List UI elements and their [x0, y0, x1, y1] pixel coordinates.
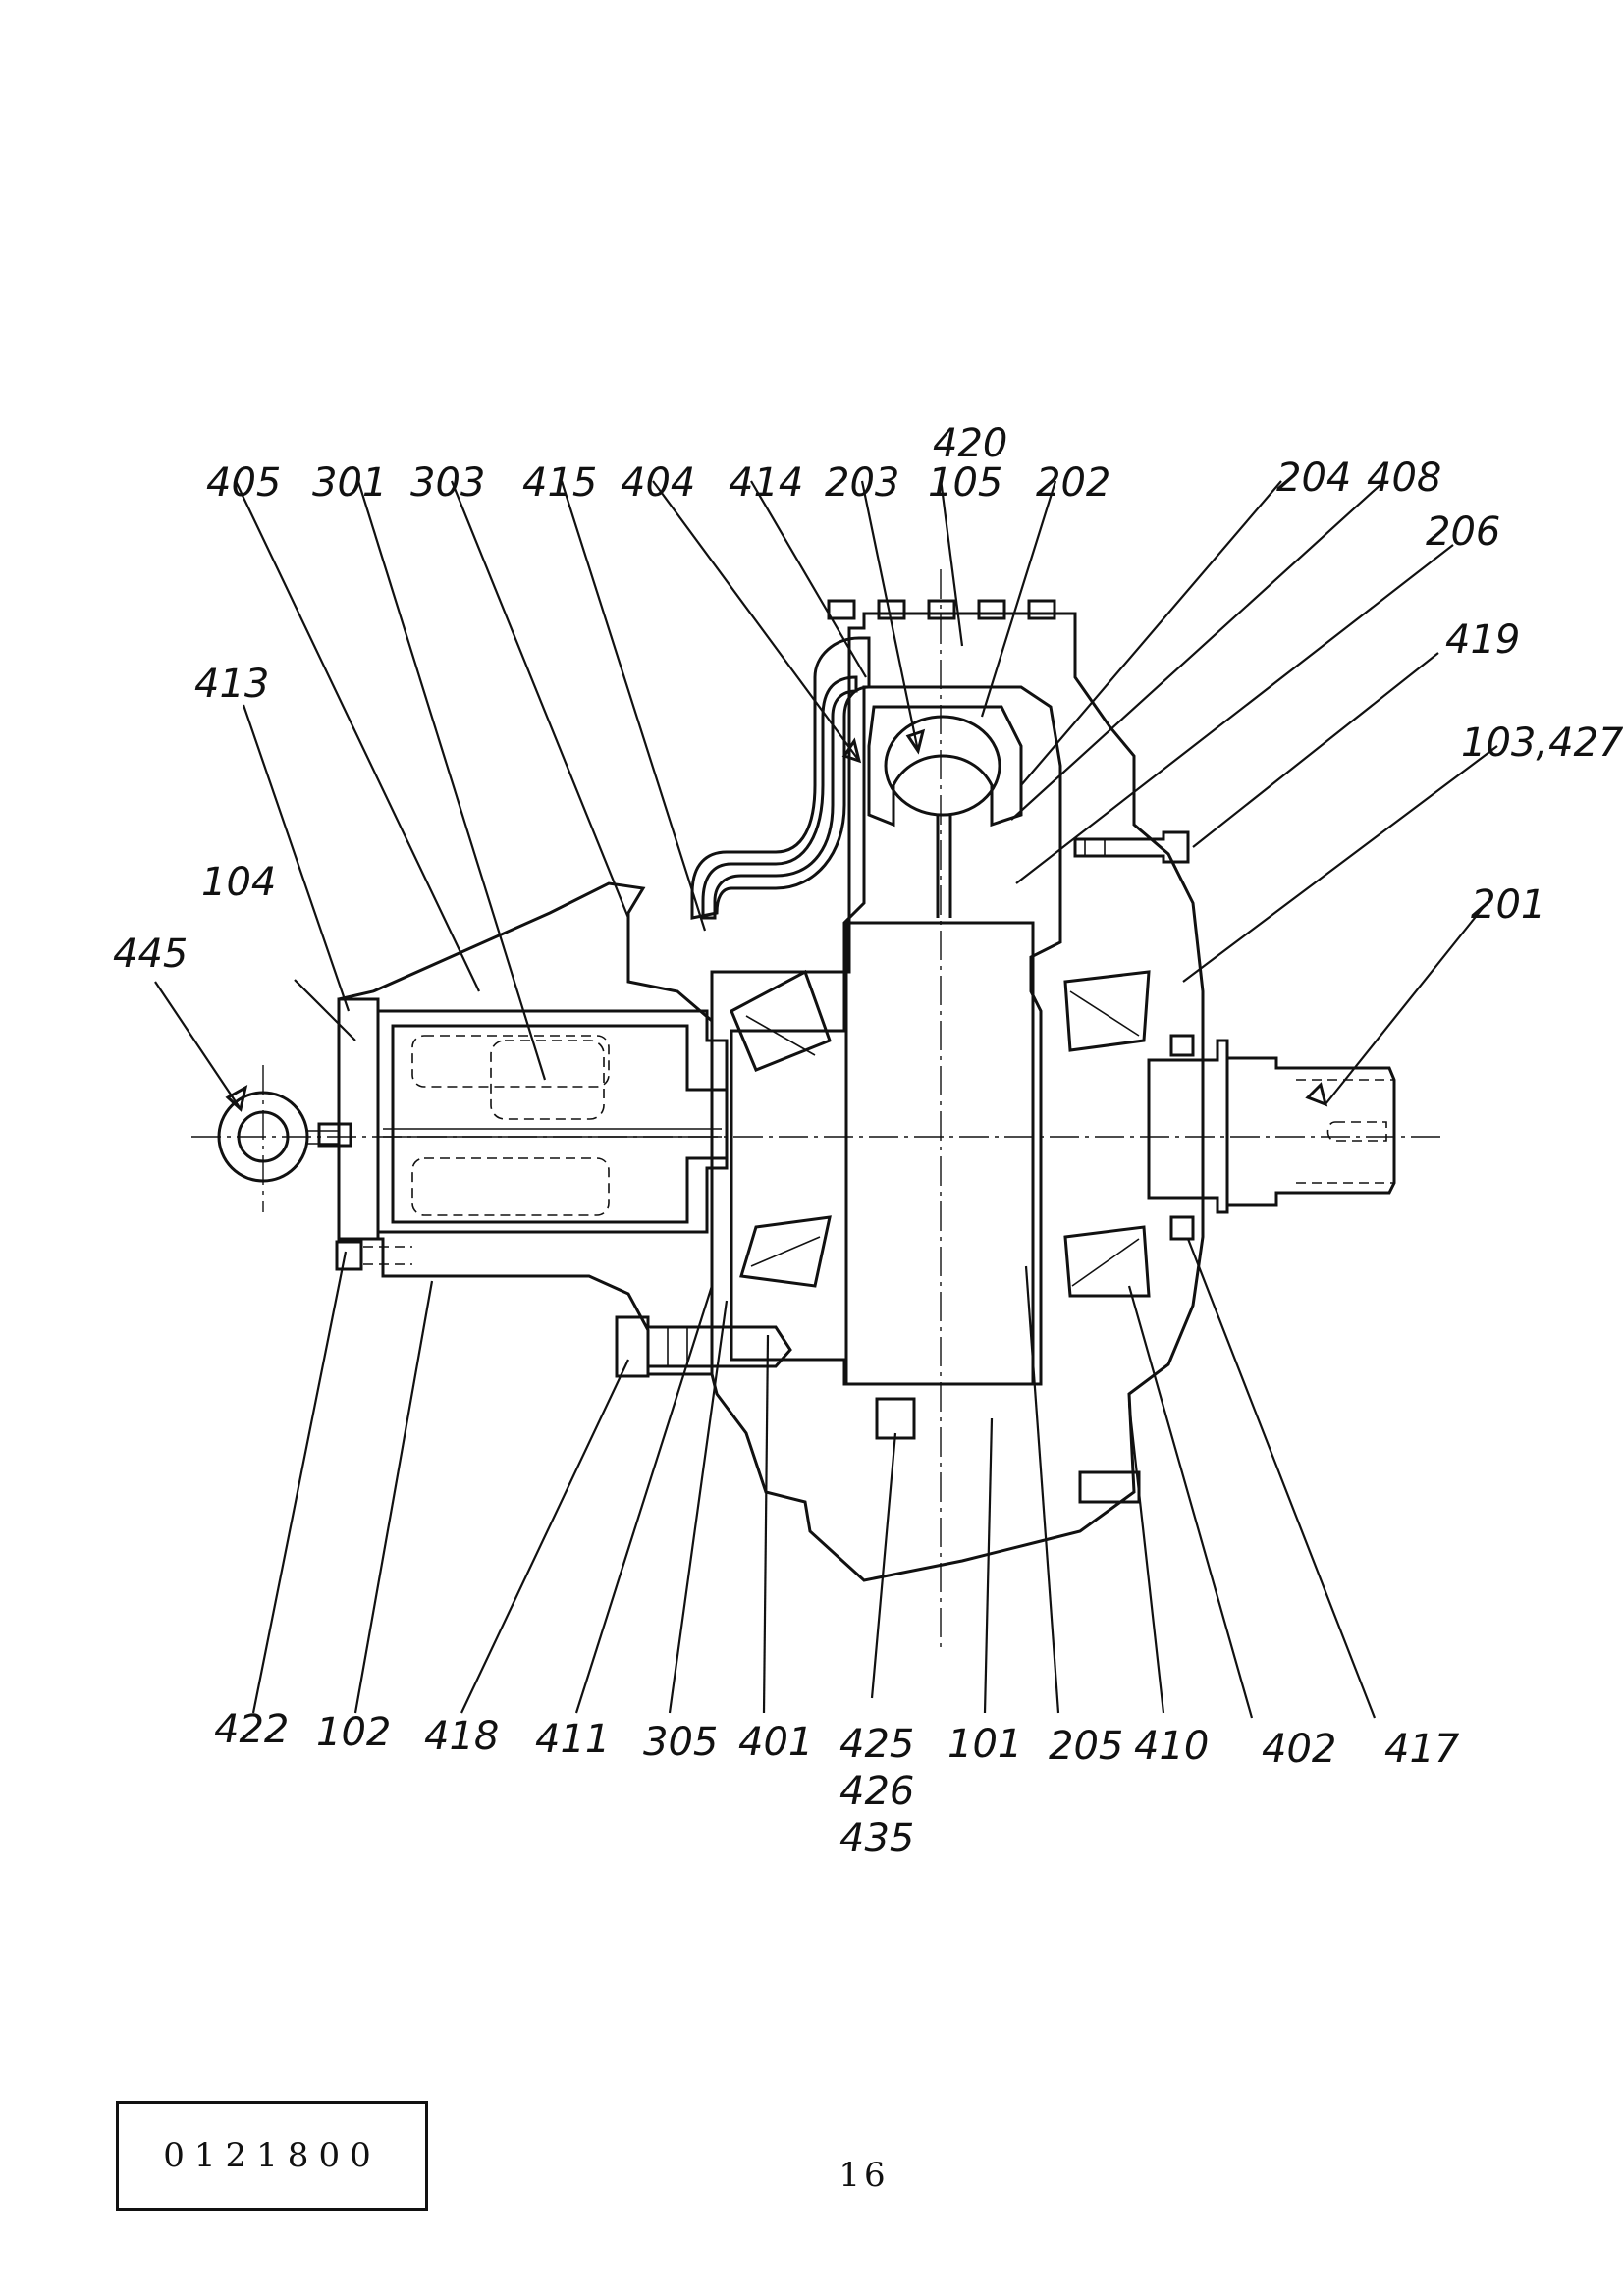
label-303: 303	[410, 460, 485, 506]
valve-spool	[391, 1024, 729, 1224]
label-414: 414	[729, 460, 803, 506]
label-104: 104	[201, 860, 276, 905]
label-205: 205	[1049, 1724, 1123, 1769]
motor-section-view	[191, 569, 1443, 1649]
label-405: 405	[206, 460, 281, 506]
document-number: 0121800	[163, 2136, 381, 2175]
label-415: 415	[522, 460, 597, 506]
label-422: 422	[214, 1707, 289, 1752]
screw-422	[335, 1240, 363, 1271]
port-passage-bore	[701, 675, 858, 920]
label-203: 203	[825, 460, 899, 506]
label-418: 418	[424, 1714, 499, 1759]
label-420: 420	[933, 421, 1007, 466]
label-410: 410	[1134, 1724, 1209, 1769]
cap-bolt-3	[927, 599, 956, 620]
label-101: 101	[947, 1722, 1022, 1767]
rear-end-plate	[337, 997, 380, 1241]
label-105: 105	[928, 460, 1002, 506]
page-number: 16	[839, 2156, 890, 2195]
cap-bolt-5	[1027, 599, 1056, 620]
piston-ball	[884, 715, 1001, 817]
label-206: 206	[1426, 509, 1500, 555]
plug-410	[1078, 1470, 1141, 1504]
label-413: 413	[194, 662, 269, 707]
label-402: 402	[1262, 1727, 1336, 1772]
label-425: 425	[839, 1722, 914, 1767]
part-labels: 405 301 303 415 404 414 203 420 105 202 …	[113, 421, 1623, 1861]
label-445: 445	[113, 932, 188, 977]
label-426: 426	[839, 1769, 914, 1814]
valve-bore	[376, 1009, 729, 1234]
leader-lines	[154, 478, 1498, 1719]
shaft-seal-top	[1169, 1034, 1195, 1057]
spool-pocket-lower	[411, 1157, 610, 1216]
output-shaft-201	[1225, 1056, 1396, 1207]
label-102: 102	[316, 1710, 391, 1755]
eccentric-shaft	[844, 921, 1035, 1386]
bearing-right-lower	[1063, 1225, 1151, 1298]
bearing-right-upper	[1063, 970, 1151, 1052]
shaft-seal	[1169, 1215, 1195, 1241]
label-435: 435	[839, 1816, 914, 1861]
spool-pocket-upper	[411, 1035, 610, 1088]
label-417: 417	[1384, 1727, 1460, 1772]
label-404: 404	[621, 460, 695, 506]
port-passage	[690, 636, 871, 920]
cap-bolt-1	[827, 599, 856, 620]
label-401: 401	[738, 1720, 813, 1765]
document-number-box: 0121800	[116, 2101, 428, 2211]
label-202: 202	[1036, 460, 1110, 506]
plug-104	[317, 1122, 352, 1148]
label-411: 411	[535, 1717, 610, 1762]
label-301: 301	[312, 460, 387, 506]
label-204: 204	[1276, 455, 1351, 501]
plug-425	[875, 1397, 916, 1440]
label-419: 419	[1445, 617, 1520, 663]
label-201: 201	[1471, 882, 1545, 928]
label-408: 408	[1367, 455, 1441, 501]
shaft-collar	[1147, 1039, 1229, 1214]
bolt-418	[615, 1315, 792, 1378]
cap-bolt-4	[977, 599, 1006, 620]
label-103-427: 103,427	[1461, 721, 1623, 766]
spool-pocket-mid	[490, 1040, 605, 1120]
label-305: 305	[643, 1720, 718, 1765]
bearing-left-lower	[739, 1215, 832, 1288]
piston-seat	[867, 705, 1023, 828]
cap-bolt-2	[877, 599, 906, 620]
bearing-left-upper	[730, 969, 832, 1072]
crank-cavity	[730, 685, 1062, 1386]
